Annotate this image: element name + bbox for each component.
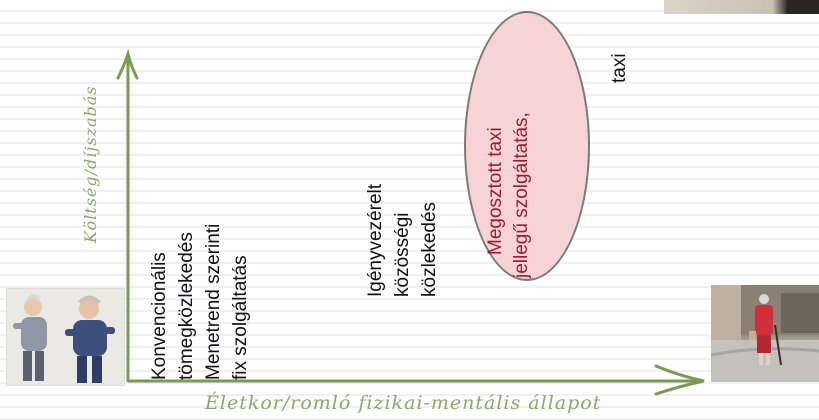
y-axis-label: Költség/díjszabás	[81, 85, 100, 243]
demand-responsive-line1: Igényvezérelt	[365, 183, 386, 297]
conventional-transport-line1: Konvencionális	[149, 252, 170, 380]
demand-responsive-line3: közlekedés	[419, 201, 440, 297]
taxi-label: taxi	[609, 53, 630, 83]
elderly-walkers-photo	[6, 288, 125, 386]
elderly-woman-street-photo	[711, 285, 819, 382]
x-axis-arrowhead	[654, 364, 705, 396]
x-axis-label: Életkor/romló fizikai-mentális állapot	[205, 392, 602, 414]
scheduled-service-line2: fix szolgáltatás	[230, 255, 251, 380]
demand-responsive-line2: közösségi	[392, 212, 413, 298]
photo-fragment	[664, 0, 819, 14]
shared-taxi-line2: jellegű szolgáltatás,	[511, 112, 532, 278]
y-axis-arrowhead	[116, 48, 139, 80]
shared-taxi-ellipse	[464, 11, 590, 281]
scheduled-service-line1: Menetrend szerinti	[203, 223, 224, 380]
conventional-transport-line2: tömegközlekedés	[176, 232, 197, 380]
shared-taxi-line1: Megosztott taxi	[485, 127, 506, 255]
